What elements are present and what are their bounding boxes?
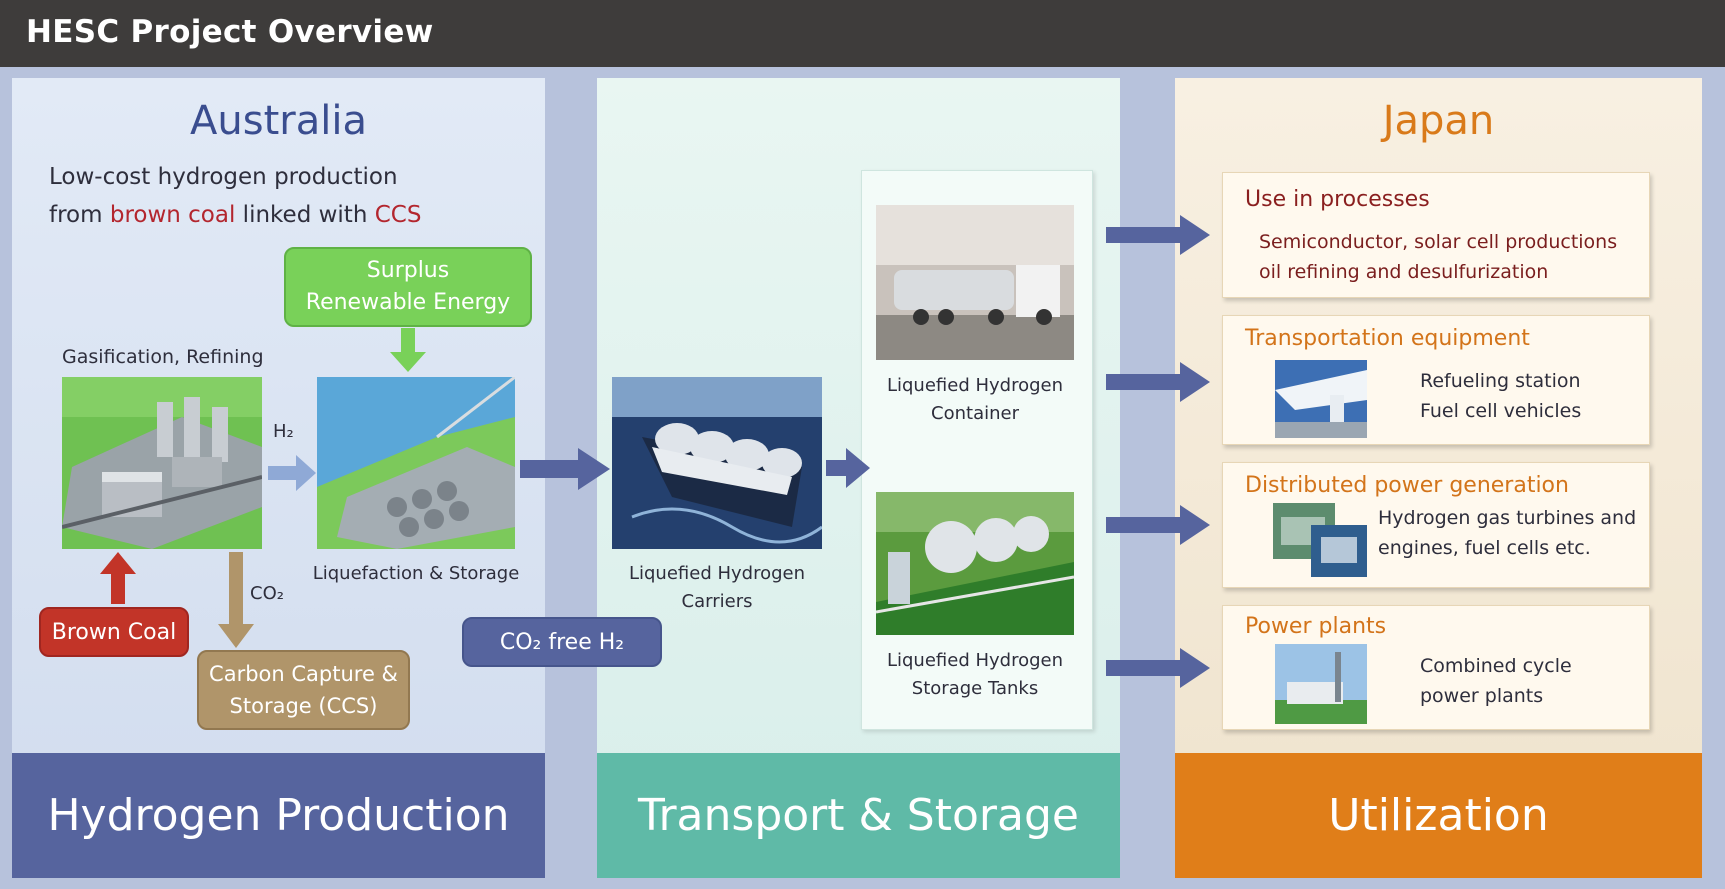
arrow-right-icon [520, 448, 610, 490]
carrier-ship-image [612, 377, 822, 549]
storage-tanks-image [876, 492, 1074, 635]
tanks-line1: Liquefied Hydrogen [886, 650, 1064, 671]
arrow-right-icon [268, 455, 316, 491]
arrow-right-icon [826, 448, 870, 488]
item-desc: Refueling station Fuel cell vehicles [1420, 366, 1581, 426]
desc-from: from [49, 202, 110, 228]
co2-free-text: CO₂ free H₂ [499, 629, 625, 655]
utilization-item-transportation: Transportation equipment Refueling stati… [1222, 315, 1650, 445]
gasification-label: Gasification, Refining [62, 346, 264, 368]
item-desc: Combined cycle power plants [1420, 651, 1572, 711]
item-desc-line1: Refueling station [1420, 370, 1581, 392]
ccs-line2: Storage (CCS) [229, 694, 378, 718]
item-desc: Semiconductor, solar cell productions oi… [1259, 227, 1617, 287]
japan-heading: Japan [1382, 98, 1495, 144]
co2-free-h2-tag: CO₂ free H₂ [462, 617, 662, 667]
item-desc-line2: oil refining and desulfurization [1259, 261, 1549, 283]
arrow-right-icon [1106, 505, 1210, 545]
item-title: Transportation equipment [1245, 326, 1530, 351]
utilization-item-processes: Use in processes Semiconductor, solar ce… [1222, 172, 1650, 298]
carriers-line1: Liquefied Hydrogen [628, 563, 806, 584]
power-plant-image [1275, 644, 1367, 724]
desc-linked: linked with [235, 202, 375, 228]
item-desc-line2: Fuel cell vehicles [1420, 400, 1582, 422]
arrow-right-icon [1106, 362, 1210, 402]
arrow-down-icon [218, 552, 254, 648]
arrow-right-icon [1106, 215, 1210, 255]
banner-utilization: Utilization [1175, 753, 1702, 878]
refueling-station-image [1275, 360, 1367, 438]
item-desc: Hydrogen gas turbines and engines, fuel … [1378, 503, 1636, 563]
page-title: HESC Project Overview [26, 14, 434, 50]
liquefaction-plant-image [317, 377, 515, 549]
surplus-line1: Surplus [366, 258, 450, 283]
ccs-tag: Carbon Capture & Storage (CCS) [197, 650, 410, 730]
item-title: Use in processes [1245, 187, 1430, 212]
australia-description: Low-cost hydrogen production from brown … [49, 158, 421, 234]
item-desc-line1: Semiconductor, solar cell productions [1259, 231, 1618, 253]
item-title: Power plants [1245, 614, 1387, 639]
carriers-line2: Carriers [681, 591, 753, 612]
co2-label: CO₂ [250, 583, 284, 604]
surplus-renewable-tag: Surplus Renewable Energy [284, 247, 532, 327]
item-title: Distributed power generation [1245, 473, 1569, 498]
container-line1: Liquefied Hydrogen [886, 375, 1064, 396]
utilization-item-power-plants: Power plants Combined cycle power plants [1222, 605, 1650, 730]
carriers-label: Liquefied Hydrogen Carriers [607, 560, 827, 616]
container-line2: Container [931, 403, 1019, 424]
ccs-line1: Carbon Capture & [209, 662, 398, 686]
item-desc-line1: Combined cycle [1420, 655, 1572, 677]
item-desc-line1: Hydrogen gas turbines and [1378, 507, 1637, 529]
desc-ccs: CCS [374, 202, 422, 228]
utilization-item-distributed: Distributed power generation Hydrogen ga… [1222, 462, 1650, 588]
item-desc-line2: engines, fuel cells etc. [1378, 537, 1591, 559]
turbine-image-2 [1311, 525, 1367, 577]
container-truck-image [876, 205, 1074, 360]
tanks-label: Liquefied Hydrogen Storage Tanks [870, 647, 1080, 703]
h2-label: H₂ [273, 421, 294, 442]
tanks-line2: Storage Tanks [911, 678, 1039, 699]
brown-coal-text: Brown Coal [51, 619, 177, 645]
arrow-down-icon [390, 328, 426, 372]
gasification-plant-image [62, 377, 262, 549]
banner-transport-storage: Transport & Storage [597, 753, 1120, 878]
australia-desc-line2: from brown coal linked with CCS [49, 196, 421, 234]
arrow-up-icon [100, 552, 136, 604]
item-desc-line2: power plants [1420, 685, 1544, 707]
liquefaction-label: Liquefaction & Storage [312, 563, 520, 584]
australia-desc-line1: Low-cost hydrogen production [49, 164, 398, 190]
arrow-right-icon [1106, 648, 1210, 688]
australia-heading: Australia [190, 98, 367, 144]
banner-hydrogen-production: Hydrogen Production [12, 753, 545, 878]
desc-brown-coal: brown coal [109, 202, 236, 228]
title-bar: HESC Project Overview [0, 0, 1725, 67]
container-label: Liquefied Hydrogen Container [870, 372, 1080, 428]
surplus-line2: Renewable Energy [305, 290, 511, 315]
brown-coal-tag: Brown Coal [39, 607, 189, 657]
